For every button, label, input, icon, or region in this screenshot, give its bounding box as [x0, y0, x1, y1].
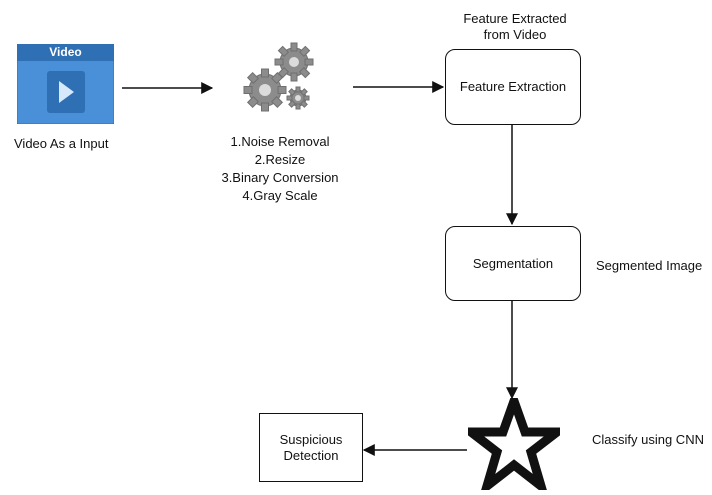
- video-player-icon: [16, 43, 115, 125]
- detection-label-line1: Suspicious: [279, 431, 343, 447]
- gears-icon: [243, 42, 314, 112]
- classifier-caption: Classify using CNN: [592, 432, 704, 447]
- segmentation-label: Segmentation: [472, 255, 554, 271]
- preprocessing-step-4: 4.Gray Scale: [242, 188, 318, 203]
- feature-extraction-caption-line1: Feature Extracted: [463, 11, 567, 26]
- preprocessing-step-1: 1.Noise Removal: [230, 134, 330, 149]
- segmentation-box: Segmentation: [445, 226, 581, 301]
- video-icon-title: Video: [49, 45, 82, 59]
- segmentation-caption: Segmented Image: [596, 258, 703, 273]
- preprocessing-node: [238, 38, 318, 122]
- video-input-caption: Video As a Input: [14, 136, 109, 151]
- preprocessing-step-2: 2.Resize: [254, 152, 306, 167]
- classifier-node: [457, 387, 571, 495]
- feature-extraction-caption-line2: from Video: [483, 27, 547, 42]
- star-icon: [457, 387, 571, 495]
- detection-box: Suspicious Detection: [259, 413, 363, 482]
- preprocessing-step-3: 3.Binary Conversion: [221, 170, 339, 185]
- detection-label-line2: Detection: [283, 447, 339, 463]
- feature-extraction-box: Feature Extraction: [445, 49, 581, 125]
- feature-extraction-label: Feature Extraction: [459, 79, 567, 94]
- video-input-node: Video: [16, 43, 115, 125]
